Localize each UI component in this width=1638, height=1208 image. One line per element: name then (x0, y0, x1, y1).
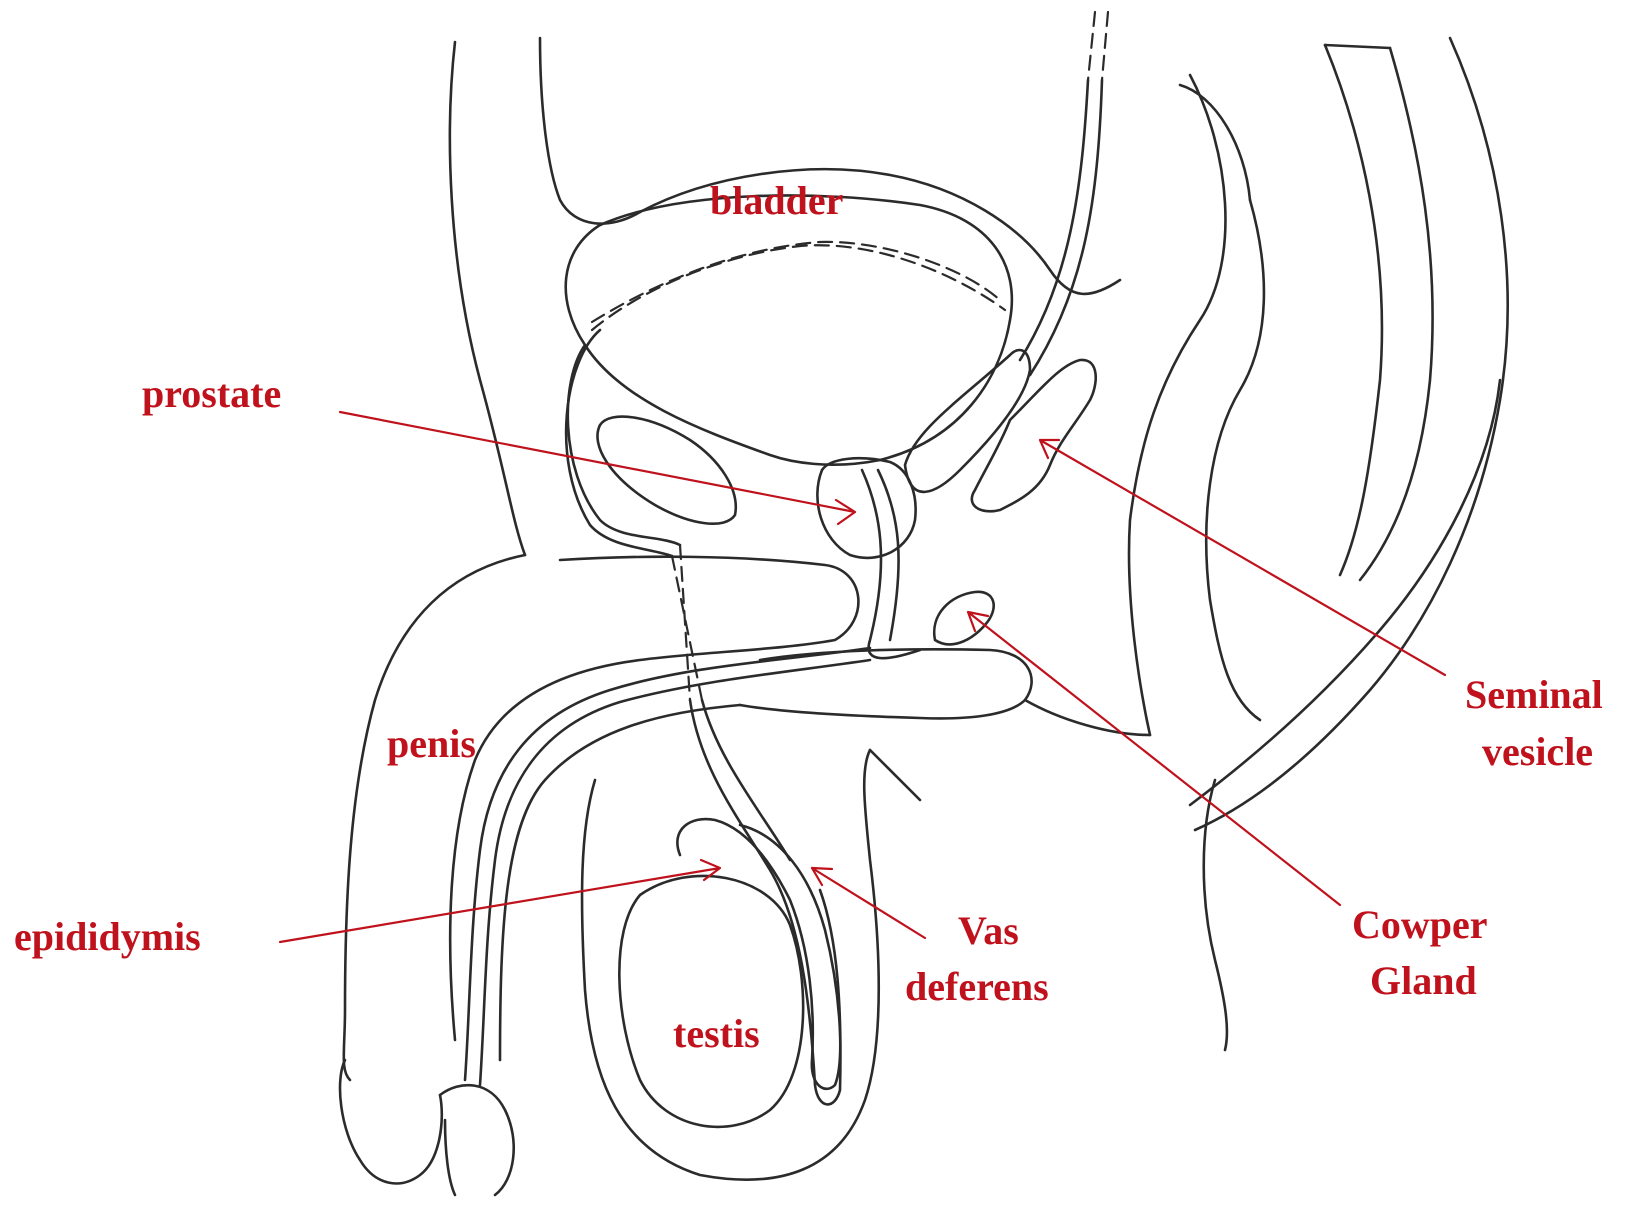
labels: bladder prostate Seminal vesicle penis e… (14, 178, 1603, 1056)
cowper-gland-pointer (968, 612, 1340, 905)
ureter-right (1030, 80, 1102, 375)
ureter-dashed-right (1102, 12, 1108, 80)
meatus (445, 1120, 455, 1195)
seminal-vesicle-pointer (1040, 440, 1445, 675)
testis-outline (619, 876, 803, 1127)
label-cowper-gland-line2: Gland (1370, 958, 1477, 1003)
scrotum-outline (582, 750, 879, 1180)
ureter-dashed-left (1088, 12, 1095, 80)
label-penis: penis (387, 721, 476, 766)
vas-loop-top (905, 350, 1030, 492)
sacrum-top-bar (1325, 45, 1390, 48)
bladder-dashed-2 (592, 242, 1000, 322)
thigh-contour (870, 750, 920, 800)
cowper-gland-outline (934, 592, 993, 645)
label-vas-deferens-line2: deferens (905, 964, 1049, 1009)
label-cowper-gland-line1: Cowper (1352, 902, 1488, 947)
label-seminal-vesicle-line1: Seminal (1465, 672, 1603, 717)
ureter-left (1020, 80, 1088, 360)
abdominal-wall-inner (540, 38, 640, 224)
urethra-outer (566, 330, 672, 556)
coccyx-line (1190, 380, 1500, 805)
vas-dashed-2 (672, 556, 702, 700)
anal-canal-top (1206, 200, 1264, 720)
abdominal-wall-outer (450, 42, 525, 555)
anatomy-outlines (340, 12, 1508, 1195)
label-vas-deferens-line1: Vas (958, 908, 1019, 953)
rectum-outer (1129, 75, 1225, 735)
label-testis: testis (673, 1011, 760, 1056)
bladder-outline (566, 195, 1012, 464)
penis-dorsal (344, 555, 525, 1080)
label-seminal-vesicle-line2: vesicle (1482, 729, 1593, 774)
glans-outline (340, 1060, 442, 1183)
label-prostate: prostate (142, 371, 281, 416)
corpus-line (500, 705, 740, 1060)
sacrum-curve-2 (1360, 48, 1433, 580)
label-epididymis: epididymis (14, 914, 201, 959)
label-bladder: bladder (710, 178, 843, 223)
pubic-bone (597, 417, 735, 524)
sacrum-curve-1 (1325, 45, 1382, 575)
